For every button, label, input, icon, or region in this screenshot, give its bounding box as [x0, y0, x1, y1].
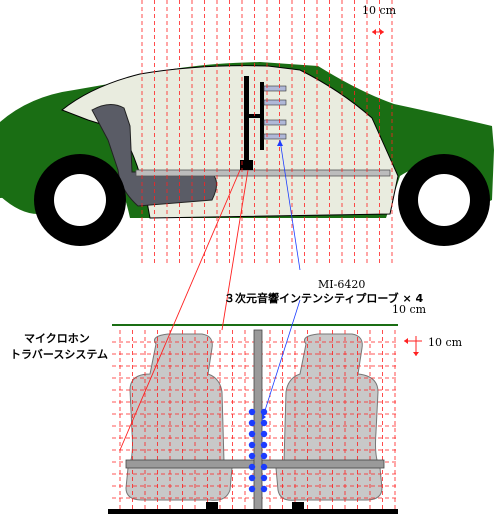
scale-right-label: 10 cm: [428, 336, 463, 349]
probe-node: [260, 441, 268, 449]
traverse-label-1: マイクロホン: [24, 332, 90, 345]
rear-wheel: [398, 154, 490, 246]
seats-front-view: [125, 333, 383, 501]
floor-rail-top: [135, 169, 391, 177]
probe-node: [260, 463, 268, 471]
probe-node: [260, 474, 268, 482]
scale-mid-label: 10 cm: [392, 303, 427, 316]
probe-array-side: [263, 85, 287, 140]
scale-top: 10 cm: [362, 4, 397, 35]
front-wheel: [34, 154, 126, 246]
probe-node: [248, 474, 256, 482]
scale-right-arrow: [404, 336, 422, 356]
probe-node: [248, 441, 256, 449]
probe-model-label: MI-6420: [318, 278, 365, 291]
probe-node: [260, 452, 268, 460]
seat-right: [275, 333, 383, 501]
seat-left: [125, 333, 233, 501]
measurement-grid-top: [141, 0, 393, 266]
probe-description-label: ３次元音響インテンシティプローブ × 4: [224, 291, 424, 305]
probe-node: [260, 430, 268, 438]
scale-top-label: 10 cm: [362, 4, 397, 17]
probe-node: [260, 485, 268, 493]
probe-node: [260, 408, 268, 416]
probe-node: [248, 452, 256, 460]
probe-node: [248, 419, 256, 427]
probe-mast-top: [244, 76, 249, 168]
traverse-label-2: トラバースシステム: [10, 348, 108, 361]
probe-node: [248, 463, 256, 471]
probe-node: [248, 485, 256, 493]
car-side-view: [0, 62, 494, 246]
probe-array-front: [248, 408, 268, 493]
probe-node: [248, 408, 256, 416]
leader-lines: [119, 139, 301, 451]
probe-node: [260, 419, 268, 427]
traverse-mast: [253, 329, 263, 511]
probe-node: [248, 430, 256, 438]
floor-plate: [108, 509, 398, 514]
